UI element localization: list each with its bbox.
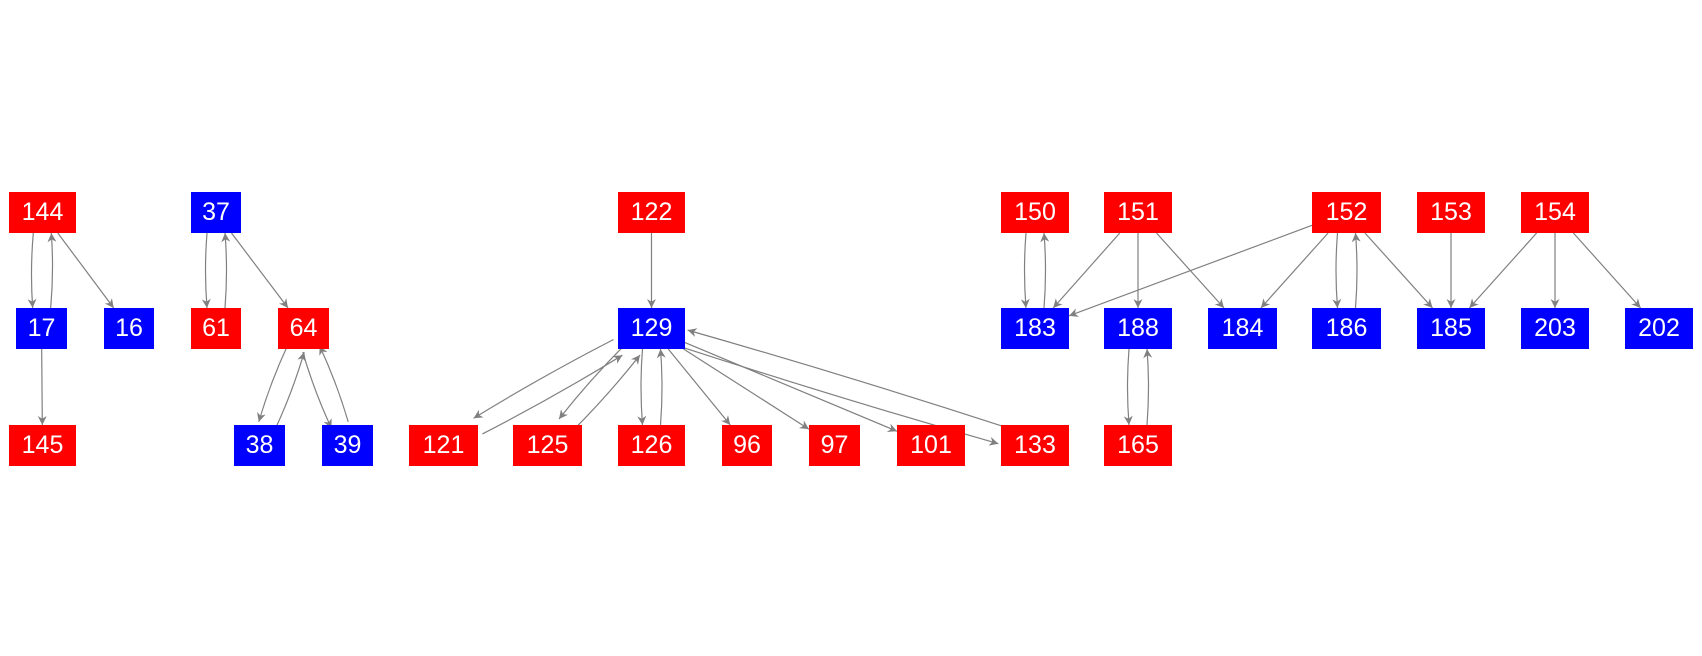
- edge-150-to-183: [1020, 232, 1030, 309]
- edge-64-to-38: [257, 345, 288, 423]
- edge-129-to-125: [558, 342, 627, 420]
- node-144[interactable]: 144: [9, 192, 76, 233]
- node-133[interactable]: 133: [1001, 425, 1069, 466]
- edge-133-to-129: [687, 328, 1004, 428]
- node-154[interactable]: 154: [1521, 192, 1589, 233]
- edge-61-to-37: [221, 232, 231, 309]
- node-151[interactable]: 151: [1104, 192, 1172, 233]
- edge-129-to-97: [683, 348, 810, 430]
- node-126[interactable]: 126: [618, 425, 685, 466]
- edge-152-to-186: [1332, 232, 1342, 309]
- edge-121-to-129: [482, 354, 623, 435]
- edge-154-to-202: [1572, 232, 1642, 309]
- node-186[interactable]: 186: [1312, 308, 1381, 349]
- node-16[interactable]: 16: [104, 308, 154, 349]
- node-61[interactable]: 61: [191, 308, 241, 349]
- node-121[interactable]: 121: [409, 425, 478, 466]
- edge-64-to-39: [302, 351, 332, 429]
- edge-144-to-16: [57, 232, 115, 309]
- node-97[interactable]: 97: [809, 425, 860, 466]
- edge-129-to-101: [684, 341, 898, 432]
- node-122[interactable]: 122: [618, 192, 685, 233]
- node-37[interactable]: 37: [191, 192, 241, 233]
- edge-151-to-183: [1052, 232, 1121, 309]
- node-129[interactable]: 129: [618, 308, 685, 349]
- edge-188-to-165: [1123, 348, 1133, 426]
- node-101[interactable]: 101: [897, 425, 965, 466]
- node-145[interactable]: 145: [9, 425, 76, 466]
- node-38[interactable]: 38: [234, 425, 285, 466]
- edge-154-to-185: [1468, 232, 1538, 309]
- node-17[interactable]: 17: [16, 308, 67, 349]
- node-183[interactable]: 183: [1001, 308, 1069, 349]
- edge-152-to-185: [1364, 232, 1433, 309]
- edge-152-to-184: [1260, 232, 1329, 309]
- node-184[interactable]: 184: [1208, 308, 1277, 349]
- edge-39-to-64: [319, 345, 349, 423]
- edge-144-to-17: [27, 232, 37, 308]
- edge-129-to-96: [667, 348, 731, 426]
- node-64[interactable]: 64: [278, 308, 329, 349]
- edge-17-to-144: [47, 233, 57, 309]
- node-203[interactable]: 203: [1521, 308, 1589, 349]
- node-165[interactable]: 165: [1104, 425, 1172, 466]
- node-125[interactable]: 125: [513, 425, 582, 466]
- node-150[interactable]: 150: [1001, 192, 1069, 233]
- edge-37-to-61: [201, 232, 211, 309]
- node-152[interactable]: 152: [1312, 192, 1381, 233]
- edge-151-to-184: [1156, 232, 1225, 309]
- edge-165-to-188: [1143, 348, 1153, 426]
- edge-186-to-152: [1351, 232, 1361, 309]
- node-96[interactable]: 96: [722, 425, 772, 466]
- node-188[interactable]: 188: [1104, 308, 1172, 349]
- node-202[interactable]: 202: [1625, 308, 1693, 349]
- node-153[interactable]: 153: [1417, 192, 1485, 233]
- edge-126-to-129: [656, 348, 666, 426]
- edge-129-to-121: [473, 338, 614, 419]
- node-185[interactable]: 185: [1417, 308, 1485, 349]
- node-39[interactable]: 39: [322, 425, 373, 466]
- edge-37-to-64: [230, 232, 289, 309]
- edge-183-to-150: [1040, 232, 1050, 309]
- edge-125-to-129: [572, 354, 641, 432]
- edge-129-to-126: [637, 348, 647, 426]
- edge-17-to-145: [37, 348, 47, 426]
- edge-38-to-64: [275, 351, 306, 429]
